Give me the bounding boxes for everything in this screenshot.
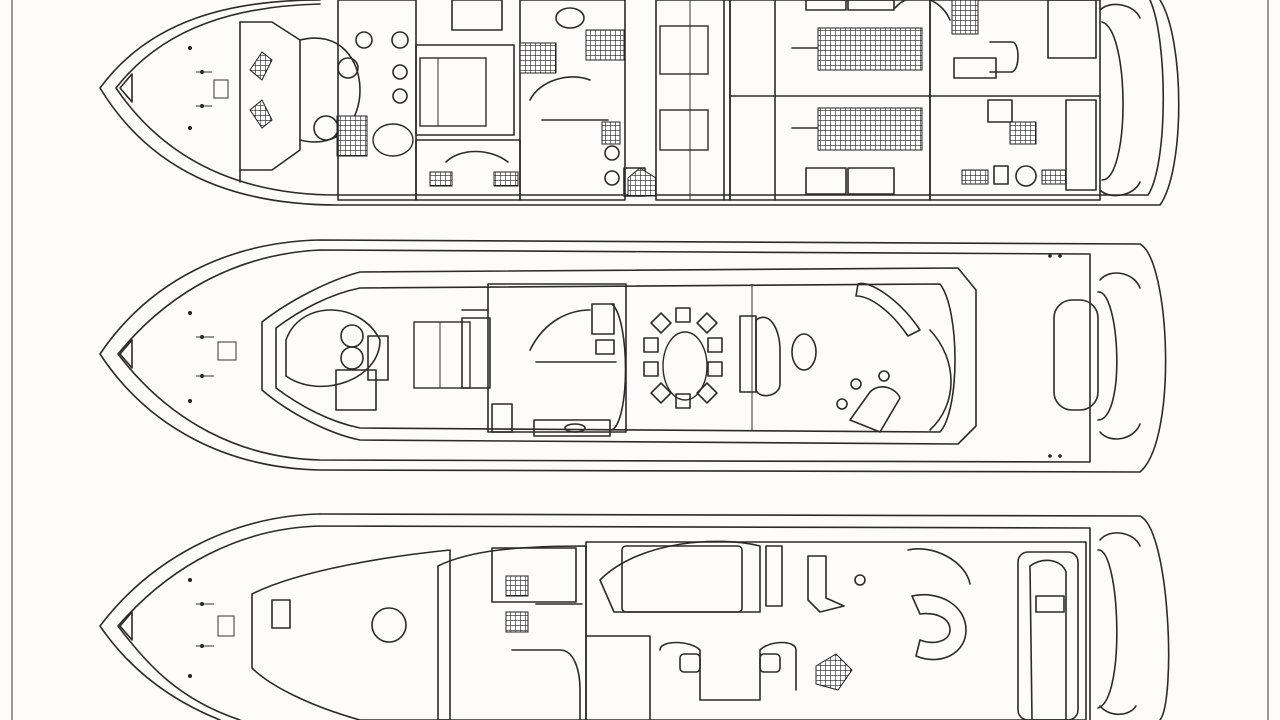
main-deck-galley-and-stairs <box>487 283 627 437</box>
upper-deck-tender-bay <box>1017 532 1141 720</box>
lower-deck-hull-outline <box>99 0 1180 206</box>
main-deck-bow-fittings <box>188 311 237 403</box>
upper-deck-bow-fittings <box>188 578 235 678</box>
main-deck-hull-outline <box>99 239 1167 473</box>
upper-deck-bow-marker <box>119 611 133 641</box>
lower-deck-inner-hull <box>115 0 1165 196</box>
lower-deck-stair-lobby <box>519 0 657 201</box>
upper-deck-foredeck <box>251 549 451 720</box>
main-deck-plan <box>99 239 1167 473</box>
lower-deck-bow-marker <box>119 73 133 103</box>
main-deck-aft-cockpit <box>1048 254 1141 458</box>
main-deck-inner-hull <box>117 249 1091 463</box>
lower-deck-plan <box>99 0 1180 206</box>
lower-deck-bow-fittings <box>188 46 229 130</box>
upper-deck-inner-hull <box>117 525 1091 720</box>
upper-deck-hull-outline <box>319 513 1170 720</box>
upper-deck-wheelhouse <box>437 545 587 720</box>
main-deck-dining-area <box>611 284 753 431</box>
main-deck-bow-marker <box>119 339 133 369</box>
foredeck-hatch <box>371 607 407 643</box>
upper-deck-plan <box>99 513 1170 720</box>
main-deck-saloon <box>739 282 952 433</box>
dining-chairs <box>643 307 723 409</box>
lower-deck-forepeak <box>239 21 301 183</box>
lower-deck-aft-cabins <box>655 0 731 201</box>
lower-deck-engine-room <box>729 0 931 201</box>
lower-deck-guest-cabins <box>415 0 521 201</box>
main-deck-owner-suite <box>285 309 491 411</box>
upper-deck-sky-lounge <box>585 540 1087 720</box>
lower-deck-vip-cabin <box>299 0 417 201</box>
lower-deck-crew-quarters <box>894 0 1141 201</box>
dining-table <box>662 331 708 401</box>
sheet-frame <box>11 0 1269 720</box>
main-deck-superstructure <box>261 267 977 445</box>
